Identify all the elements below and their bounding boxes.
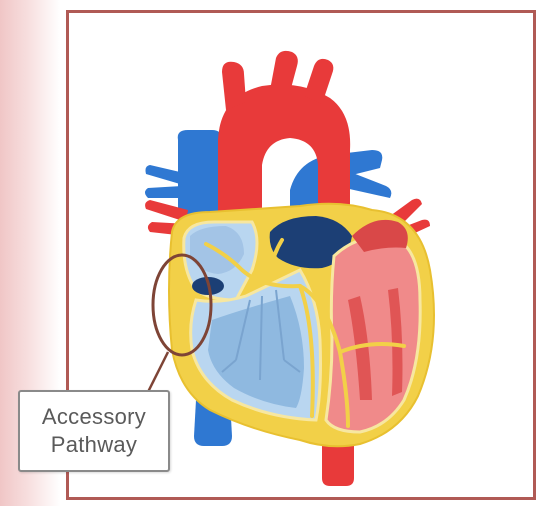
arch-vessel-3: [304, 59, 333, 104]
accessory-pathway-label: Accessory Pathway: [18, 390, 170, 472]
arch-vessel-1: [222, 62, 246, 110]
label-line-1: Accessory: [42, 403, 146, 431]
left-vessel-branch-upper: [146, 165, 181, 184]
left-vessel-branch-lower: [145, 186, 182, 198]
leader-line: [148, 352, 168, 392]
label-line-2: Pathway: [51, 431, 137, 459]
